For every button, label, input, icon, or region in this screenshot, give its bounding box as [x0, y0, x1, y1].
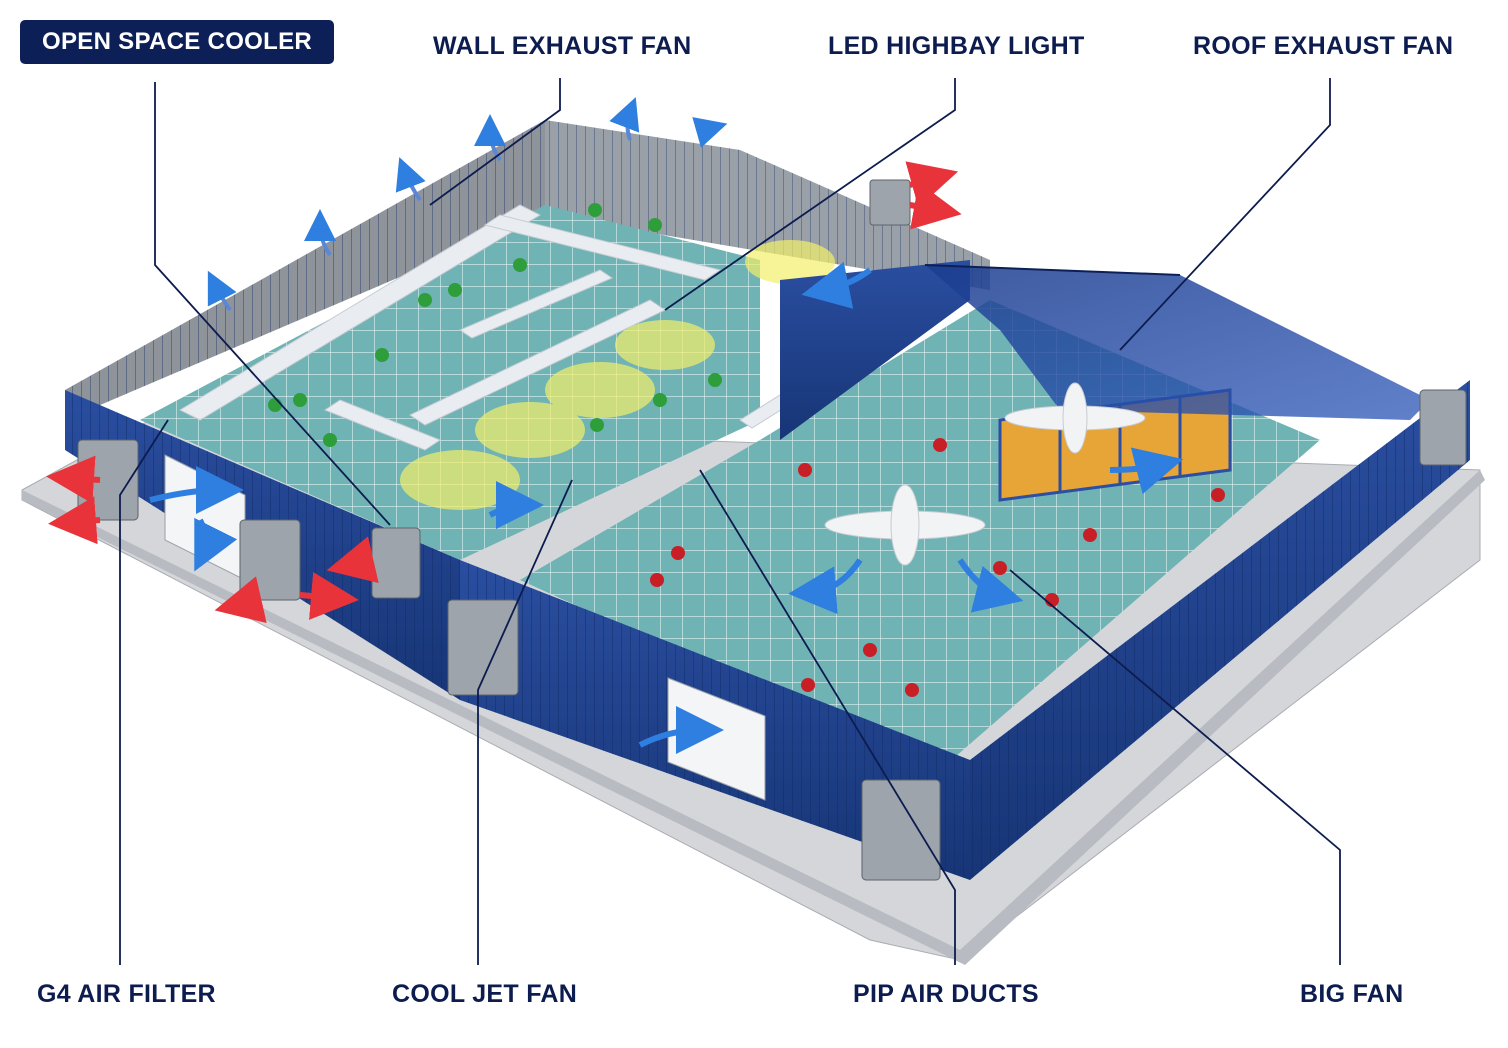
airflow-cool: [149, 261, 1184, 755]
cooler-units: [77, 179, 1467, 881]
back-walls: [65, 120, 990, 420]
floor-left: [140, 205, 760, 560]
label-roof-exhaust-fan[interactable]: ROOF EXHAUST FAN: [1193, 32, 1454, 60]
label-big-fan[interactable]: BIG FAN: [1300, 980, 1404, 1008]
label-cool-jet-fan[interactable]: COOL JET FAN: [392, 980, 578, 1008]
label-open-space-cooler[interactable]: OPEN SPACE COOLER: [20, 20, 335, 64]
label-wall-exhaust-fan[interactable]: WALL EXHAUST FAN: [433, 32, 692, 60]
label-led-highbay-light[interactable]: LED HIGHBAY LIGHT: [828, 32, 1085, 60]
walkways: [178, 204, 913, 451]
big-fans: [824, 382, 1146, 566]
callout-leaders: [119, 78, 1341, 965]
label-pip-air-ducts[interactable]: PIP AIR DUCTS: [853, 980, 1039, 1008]
roof-panel: [924, 264, 1430, 420]
label-g4-air-filter[interactable]: G4 AIR FILTER: [37, 980, 216, 1008]
airflow-exhaust: [207, 97, 728, 312]
airflow-hot: [46, 161, 962, 624]
